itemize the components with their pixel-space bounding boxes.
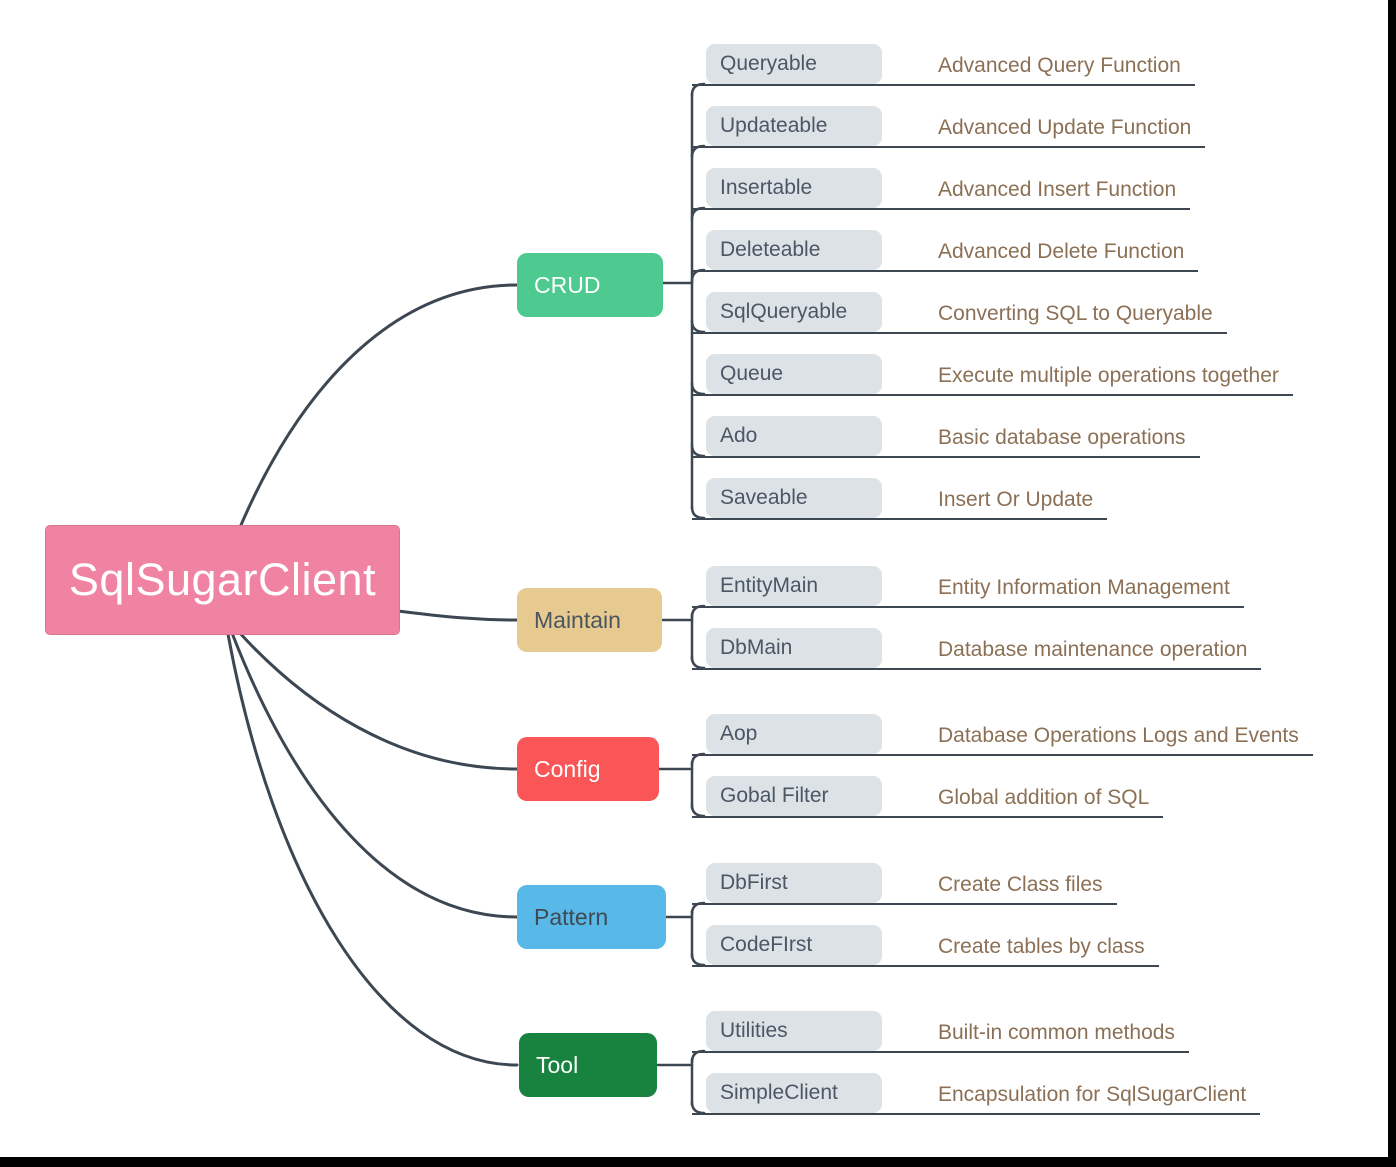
branch-label: Config	[534, 755, 601, 782]
child-node-label: Queryable	[720, 52, 817, 75]
child-node-label: Utilities	[720, 1019, 788, 1042]
child-row: Gobal Filter Global addition of SQL	[692, 776, 1164, 818]
child-node-description: Create Class files	[938, 873, 1103, 896]
child-row: Queue Execute multiple operations togethe…	[692, 354, 1293, 396]
root-node-sqlsugarclient[interactable]: SqlSugarClient	[45, 525, 400, 635]
curve-root-crud	[236, 283, 519, 534]
child-row: SqlQueryable Converting SQL to Queryable	[692, 292, 1227, 334]
curve-root-tool	[226, 632, 519, 1067]
child-node-description: Basic database operations	[938, 426, 1186, 449]
child-node-label: Queue	[720, 362, 784, 385]
child-row: Updateable Advanced Update Function	[692, 106, 1206, 148]
root-node-label: SqlSugarClient	[68, 554, 377, 605]
child-node-label: Insertable	[720, 176, 813, 199]
child-node-label: SqlQueryable	[720, 300, 848, 323]
branch-node-pattern[interactable]: Pattern	[517, 885, 666, 949]
child-node-description: Execute multiple operations together	[938, 364, 1279, 387]
child-node-description: Built-in common methods	[938, 1021, 1175, 1044]
branch-label: CRUD	[534, 271, 601, 298]
child-node-aop[interactable]: Aop	[706, 714, 882, 754]
child-node-label: Saveable	[720, 486, 808, 509]
child-row: EntityMain Entity Information Management	[692, 566, 1244, 608]
child-node-deleteable[interactable]: Deleteable	[706, 230, 882, 270]
child-node-description: Advanced Update Function	[938, 116, 1192, 139]
child-node-label: Updateable	[720, 114, 828, 137]
child-node-dbmain[interactable]: DbMain	[706, 628, 882, 668]
child-row: Aop Database Operations Logs and Events	[692, 714, 1313, 756]
curve-root-pattern	[230, 631, 519, 919]
child-node-entitymain[interactable]: EntityMain	[706, 566, 882, 606]
child-node-description: Encapsulation for SqlSugarClient	[938, 1083, 1247, 1106]
child-row: Queryable Advanced Query Function	[692, 44, 1195, 86]
child-node-label: SimpleClient	[720, 1081, 838, 1104]
screen-edge-bottom-bar	[0, 1157, 1396, 1167]
child-node-label: CodeFIrst	[720, 933, 813, 956]
screen-edge-right-bar	[1388, 0, 1396, 1167]
child-node-description: Database maintenance operation	[938, 638, 1248, 661]
child-node-description: Database Operations Logs and Events	[938, 724, 1299, 747]
child-node-insertable[interactable]: Insertable	[706, 168, 882, 208]
child-row: DbMain Database maintenance operation	[692, 628, 1262, 670]
child-node-sqlqueryable[interactable]: SqlQueryable	[706, 292, 882, 332]
child-node-queryable[interactable]: Queryable	[706, 44, 882, 84]
child-node-label: Deleteable	[720, 238, 821, 261]
curve-root-maintain	[396, 609, 519, 622]
branch-node-crud[interactable]: CRUD	[517, 253, 663, 317]
child-row: SimpleClient Encapsulation for SqlSugarCl…	[692, 1073, 1261, 1115]
child-row: Insertable Advanced Insert Function	[692, 168, 1191, 210]
child-node-label: EntityMain	[720, 574, 819, 597]
branch-node-maintain[interactable]: Maintain	[517, 588, 662, 652]
child-node-label: Ado	[720, 424, 758, 447]
child-node-gobal-filter[interactable]: Gobal Filter	[706, 776, 882, 816]
child-row: CodeFIrst Create tables by class	[692, 925, 1159, 967]
child-node-label: DbMain	[720, 636, 793, 659]
child-node-description: Entity Information Management	[938, 576, 1230, 599]
child-node-description: Advanced Query Function	[938, 54, 1181, 77]
child-node-description: Create tables by class	[938, 935, 1145, 958]
child-node-description: Converting SQL to Queryable	[938, 302, 1213, 325]
child-row: Utilities Built-in common methods	[692, 1011, 1189, 1053]
child-row: Ado Basic database operations	[692, 416, 1200, 458]
branch-label: Maintain	[534, 606, 621, 633]
child-node-description: Advanced Insert Function	[938, 178, 1177, 201]
branch-node-tool[interactable]: Tool	[519, 1033, 657, 1097]
child-node-ado[interactable]: Ado	[706, 416, 882, 456]
branch-label: Tool	[536, 1051, 579, 1078]
branch-label: Pattern	[534, 903, 609, 930]
child-node-saveable[interactable]: Saveable	[706, 478, 882, 518]
child-node-description: Advanced Delete Function	[938, 240, 1185, 263]
child-node-utilities[interactable]: Utilities	[706, 1011, 882, 1051]
child-row: Deleteable Advanced Delete Function	[692, 230, 1199, 272]
child-row: DbFirst Create Class files	[692, 863, 1117, 905]
child-node-codefirst[interactable]: CodeFIrst	[706, 925, 882, 965]
child-node-label: DbFirst	[720, 871, 788, 894]
child-node-description: Global addition of SQL	[938, 786, 1150, 809]
child-node-description: Insert Or Update	[938, 488, 1094, 511]
child-node-dbfirst[interactable]: DbFirst	[706, 863, 882, 903]
curve-root-config	[236, 629, 519, 771]
branch-node-config[interactable]: Config	[517, 737, 659, 801]
child-node-updateable[interactable]: Updateable	[706, 106, 882, 146]
child-node-queue[interactable]: Queue	[706, 354, 882, 394]
child-node-label: Gobal Filter	[720, 784, 829, 807]
child-row: Saveable Insert Or Update	[692, 478, 1108, 520]
child-node-label: Aop	[720, 722, 758, 745]
child-node-simpleclient[interactable]: SimpleClient	[706, 1073, 882, 1113]
